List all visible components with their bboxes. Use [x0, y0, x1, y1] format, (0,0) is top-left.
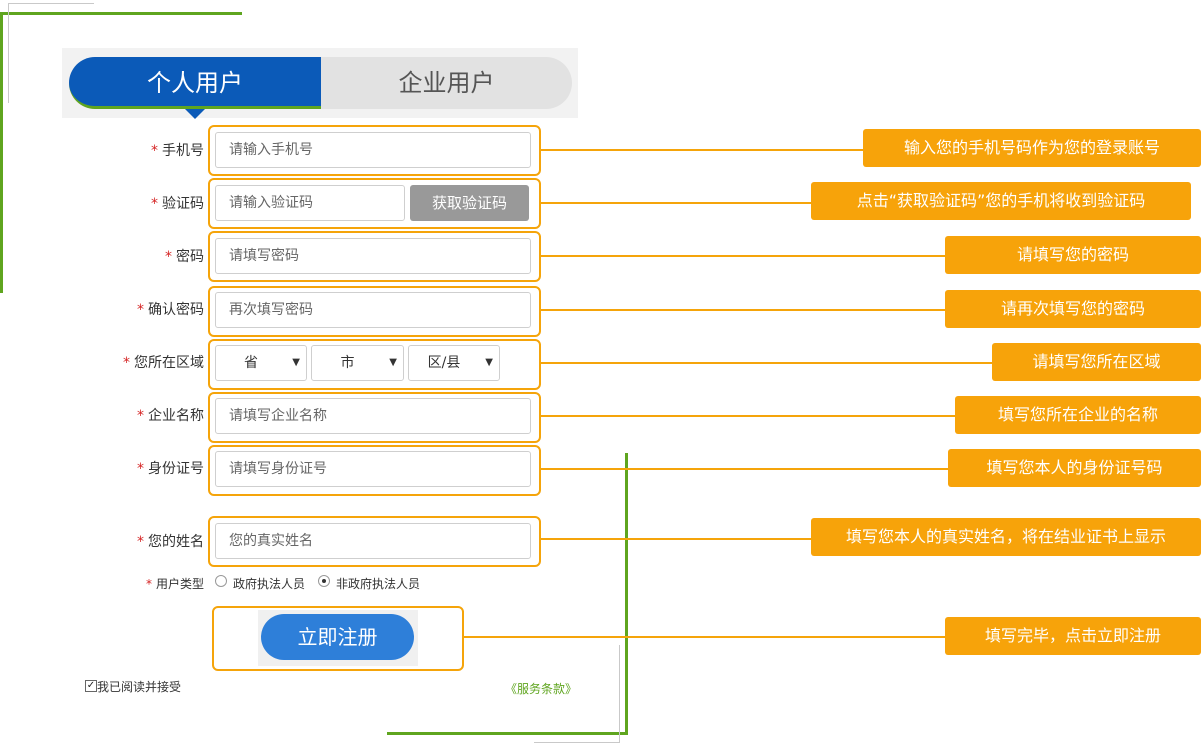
idcard-highlight	[208, 445, 541, 496]
tab-active-arrow	[185, 109, 205, 119]
tab-company-user[interactable]: 企业用户	[398, 69, 495, 97]
code-callout-line	[541, 202, 812, 204]
code-highlight	[208, 178, 541, 229]
company-name-input[interactable]	[215, 398, 531, 434]
password-highlight	[208, 231, 541, 282]
password-callout: 请填写您的密码	[945, 236, 1201, 274]
code-callout: 点击“获取验证码”您的手机将收到验证码	[811, 182, 1191, 220]
real-name-input[interactable]	[215, 523, 531, 559]
phone-input[interactable]	[215, 132, 531, 168]
get-code-button[interactable]: 获取验证码	[410, 185, 529, 221]
frame-thin-left	[8, 3, 9, 103]
idcard-callout-line	[541, 468, 949, 470]
code-input[interactable]	[215, 185, 405, 221]
idcard-input[interactable]	[215, 451, 531, 487]
region-label: *您所在区域	[123, 355, 204, 371]
confirm-highlight	[208, 286, 541, 337]
chevron-down-icon: ▼	[292, 357, 300, 368]
register-button[interactable]: 立即注册	[261, 614, 414, 660]
chevron-down-icon: ▼	[389, 357, 397, 368]
tab-personal-user[interactable]: 个人用户	[69, 57, 321, 109]
frame-thin-right	[619, 645, 620, 742]
name-highlight	[208, 516, 541, 567]
radio-gov-label: 政府执法人员	[233, 577, 306, 591]
agree-label: 我已阅读并接受	[97, 680, 182, 694]
region-callout-line	[541, 362, 993, 364]
city-select[interactable]: 市 ▼	[311, 345, 404, 381]
password-callout-line	[541, 255, 946, 257]
radio-gov[interactable]	[215, 575, 227, 587]
chevron-down-icon: ▼	[485, 357, 493, 368]
idcard-label: *身份证号	[137, 461, 204, 477]
confirm-password-label: *确认密码	[137, 302, 204, 318]
phone-callout-line	[541, 149, 864, 151]
name-callout-line	[541, 538, 812, 540]
radio-non-gov[interactable]	[318, 575, 330, 587]
frame-thin-bottom	[534, 742, 620, 743]
phone-highlight	[208, 125, 541, 176]
frame-line-right	[625, 453, 628, 735]
password-label: *密码	[165, 249, 204, 265]
district-select[interactable]: 区/县 ▼	[408, 345, 500, 381]
frame-line-left	[0, 12, 3, 293]
district-value: 区/县	[427, 355, 461, 371]
phone-callout: 输入您的手机号码作为您的登录账号	[863, 129, 1201, 167]
region-callout: 请填写您所在区域	[992, 343, 1201, 381]
submit-callout: 填写完毕，点击立即注册	[945, 617, 1201, 655]
province-select[interactable]: 省 ▼	[215, 345, 307, 381]
password-input[interactable]	[215, 238, 531, 274]
company-callout: 填写您所在企业的名称	[955, 396, 1201, 434]
province-value: 省	[244, 355, 258, 371]
confirm-password-input[interactable]	[215, 292, 531, 328]
terms-link[interactable]: 《服务条款》	[505, 682, 578, 696]
phone-label: *手机号	[151, 143, 204, 159]
code-label: *验证码	[151, 196, 204, 212]
region-highlight	[208, 339, 541, 390]
frame-thin-top	[8, 3, 94, 4]
frame-line-bottom	[387, 732, 628, 735]
name-callout: 填写您本人的真实姓名，将在结业证书上显示	[811, 518, 1201, 556]
agree-checkbox[interactable]: ✓	[85, 680, 97, 692]
frame-line-top	[0, 12, 242, 15]
confirm-callout: 请再次填写您的密码	[945, 290, 1201, 328]
idcard-callout: 填写您本人的身份证号码	[948, 449, 1201, 487]
company-callout-line	[541, 415, 956, 417]
city-value: 市	[340, 355, 355, 371]
company-label: *企业名称	[137, 408, 204, 424]
radio-non-gov-label: 非政府执法人员	[336, 577, 421, 591]
usertype-label: *用户类型	[145, 577, 204, 591]
user-type-tabs: 个人用户 企业用户	[69, 57, 572, 119]
name-label: *您的姓名	[137, 534, 204, 550]
confirm-callout-line	[541, 309, 946, 311]
company-highlight	[208, 392, 541, 443]
submit-highlight	[212, 606, 464, 671]
submit-callout-line	[464, 636, 946, 638]
